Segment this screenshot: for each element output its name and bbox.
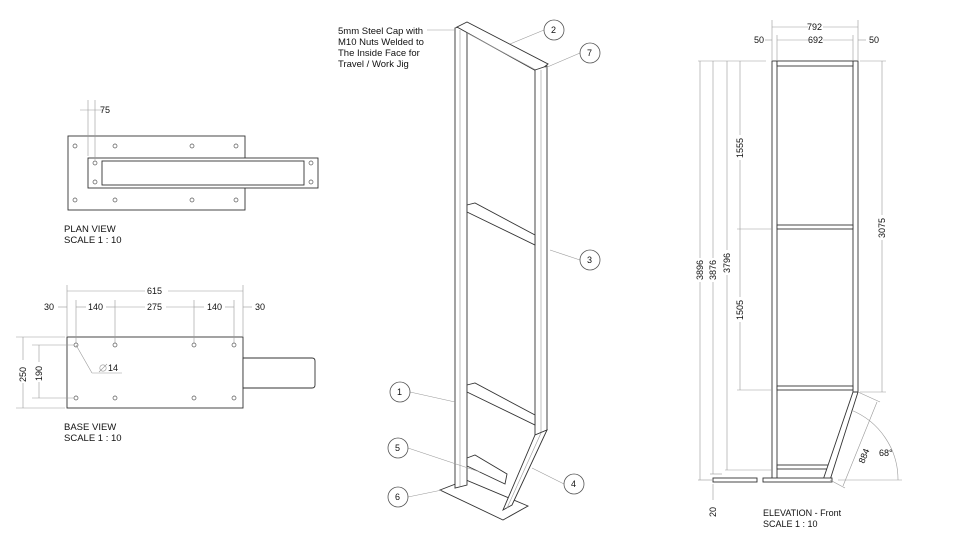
- dim-692: 692: [808, 35, 823, 45]
- dim-3796: 3796: [722, 253, 732, 273]
- dim-50-left: 50: [754, 35, 764, 45]
- dim-792: 792: [807, 22, 822, 32]
- svg-text:2: 2: [551, 25, 556, 35]
- elevation-scale: SCALE 1 : 10: [763, 519, 818, 529]
- base-view-title: BASE VIEW: [64, 422, 116, 433]
- dim-hole-diameter: 14: [108, 363, 118, 373]
- dim-3896: 3896: [695, 260, 705, 280]
- dim-615: 615: [147, 286, 162, 296]
- base-plate: [66, 336, 244, 409]
- plan-view-scale: SCALE 1 : 10: [64, 235, 122, 246]
- dim-3876: 3876: [708, 260, 718, 280]
- svg-text:6: 6: [395, 492, 400, 502]
- dim-140-left: 140: [88, 302, 103, 312]
- diameter-symbol-icon: [99, 364, 107, 372]
- dim-1505: 1505: [735, 300, 745, 320]
- note-line-3: The Inside Face for: [338, 48, 420, 59]
- dim-angle-68: 68°: [879, 448, 893, 458]
- plan-arm-inner: [101, 160, 305, 186]
- elev-mid-rail: [776, 224, 854, 230]
- iso-left-post: [454, 24, 468, 489]
- callout-5: 5: [387, 437, 409, 459]
- dim-30-left: 30: [44, 302, 54, 312]
- isometric-view: 5mm Steel Cap with M10 Nuts Welded to Th…: [338, 19, 601, 521]
- elev-left-post: [771, 60, 778, 481]
- dim-50-right: 50: [869, 35, 879, 45]
- elev-base-plate-right: [762, 477, 833, 483]
- dim-1555: 1555: [735, 138, 745, 158]
- dim-275: 275: [147, 302, 162, 312]
- callout-1: 1: [389, 381, 411, 403]
- dim-30-right: 30: [255, 302, 265, 312]
- base-holes: [73, 342, 237, 401]
- svg-text:3: 3: [587, 255, 592, 265]
- dim-3075: 3075: [877, 218, 887, 238]
- base-view-scale: SCALE 1 : 10: [64, 433, 122, 444]
- elev-top-rail: [776, 60, 854, 67]
- svg-text:7: 7: [587, 48, 592, 58]
- iso-brace: [502, 429, 548, 512]
- callout-6: 6: [387, 486, 409, 508]
- plan-view-title: PLAN VIEW: [64, 224, 116, 235]
- iso-lower-rail: [466, 382, 536, 426]
- iso-mid-rail: [466, 202, 536, 246]
- plan-holes: [72, 143, 239, 203]
- svg-text:4: 4: [571, 479, 576, 489]
- callout-2: 2: [543, 19, 565, 41]
- dim-20: 20: [708, 507, 718, 517]
- callout-3: 3: [579, 249, 601, 271]
- elev-lower-rail: [776, 385, 854, 391]
- dim-250: 250: [18, 367, 28, 382]
- dim-190: 190: [34, 366, 44, 381]
- base-arm-stub: [242, 357, 316, 389]
- dim-140-right: 140: [207, 302, 222, 312]
- note-line-1: 5mm Steel Cap with: [338, 26, 423, 37]
- dim-75: 75: [100, 105, 110, 115]
- elevation-view: 792 692 50 50 3896 3876 3796 1555 1505 3…: [695, 20, 902, 529]
- elev-base-plate-left: [712, 477, 758, 483]
- note-line-2: M10 Nuts Welded to: [338, 37, 424, 48]
- svg-text:1: 1: [397, 387, 402, 397]
- dim-884: 884: [857, 447, 872, 465]
- callout-4: 4: [563, 473, 585, 495]
- svg-text:5: 5: [395, 443, 400, 453]
- iso-bottom-rail: [466, 454, 508, 485]
- callout-7: 7: [579, 42, 601, 64]
- iso-top-rail: [456, 21, 549, 73]
- elevation-title: ELEVATION - Front: [763, 508, 842, 518]
- note-line-4: Travel / Work Jig: [338, 59, 409, 70]
- elev-bottom-rail: [776, 464, 831, 470]
- elev-brace: [822, 391, 859, 481]
- elev-right-post: [852, 60, 859, 393]
- plan-view: 75 PLAN VIEW SCALE 1 : 10: [64, 100, 319, 246]
- base-view: 615 30 140 275 140 30 250 190 14 BASE VI…: [16, 285, 316, 444]
